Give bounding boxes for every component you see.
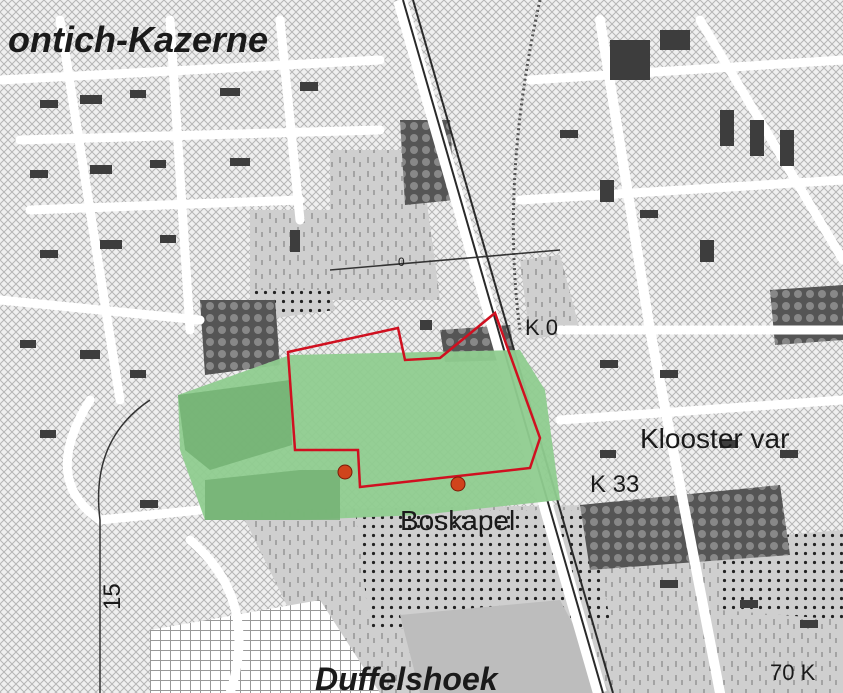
- industrial-grid-area: [150, 600, 380, 693]
- industrial-grey-area: [400, 600, 610, 693]
- road-label-k33: K 33: [590, 471, 639, 498]
- project-boundary[interactable]: [286, 310, 542, 489]
- chapel-label: Boskapel: [400, 505, 515, 536]
- location-marker-2[interactable]: [450, 476, 466, 492]
- place-label-north: ontich-Kazerne: [8, 19, 268, 60]
- contour-lines: [97, 249, 561, 693]
- location-marker-1[interactable]: [337, 464, 353, 480]
- railway: [393, 0, 614, 693]
- road-label-k0: K 0: [525, 315, 558, 340]
- buildings: [20, 30, 818, 628]
- monastery-label: Klooster var: [640, 423, 789, 454]
- green-study-area-dark: [178, 380, 292, 470]
- contour-label-15: 15: [99, 583, 126, 610]
- place-label-south: Duffelshoek: [315, 661, 500, 693]
- roads: [0, 15, 843, 693]
- grid-marker-label: 0: [398, 255, 405, 269]
- green-study-area-strip: [205, 470, 340, 520]
- contour-label-70: 70 K: [770, 660, 816, 685]
